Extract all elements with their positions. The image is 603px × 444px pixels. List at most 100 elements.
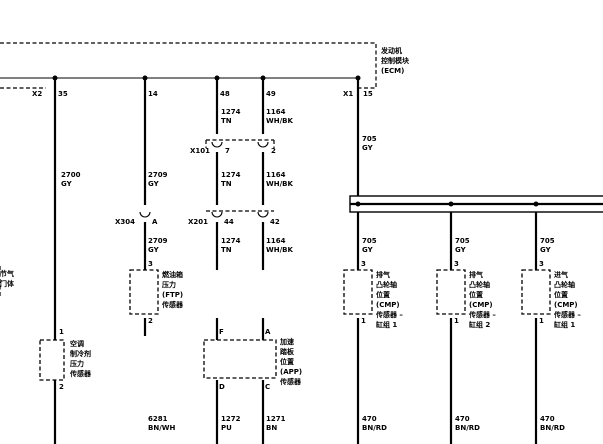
connector-x304: X304 A (115, 211, 158, 226)
cmp1-pin-3: 3 (361, 260, 366, 268)
wire-label-color: GY (61, 180, 73, 188)
component-label-line: 节气 (0, 269, 14, 278)
wire-label-color: TN (221, 117, 232, 125)
component-box (436, 269, 466, 315)
cmp2-pin-3: 3 (454, 260, 459, 268)
component-label-line: 传感器 (161, 300, 184, 309)
wire-label-color: GY (362, 144, 374, 152)
pin-dot (214, 75, 220, 81)
component-label-line: 位置 (469, 290, 483, 299)
x304-pin-a: A (152, 218, 158, 226)
wire-label-color: WH/BK (266, 180, 293, 188)
component-label-line: 传感器 – (468, 310, 496, 319)
wire-label-color: BN/RD (455, 424, 480, 432)
app-pin-a: A (265, 328, 271, 336)
connector-socket (257, 211, 269, 218)
component-box (203, 339, 277, 379)
ftp-pin-3: 3 (148, 260, 153, 268)
connector-x1-label: X1 (343, 90, 353, 98)
wire-label-color: BN/RD (362, 424, 387, 432)
component-label-line: (CMP) (554, 301, 578, 309)
cmp1-pin-1: 1 (361, 317, 366, 325)
component-label-line: (CMP) (469, 301, 493, 309)
wire-label-number: 1272 (221, 415, 241, 423)
pin-dot (355, 75, 361, 81)
splice-dot (533, 201, 539, 207)
wire-label-number: 1164 (266, 237, 286, 245)
wire-label-color: BN/RD (540, 424, 565, 432)
component-label-line: 缸组 2 (468, 320, 490, 329)
wires (53, 78, 538, 444)
component-cmp-exhaust-bank1: 3 1 排气 凸轮轴 位置 (CMP) 传感器 – 缸组 1 (343, 260, 403, 329)
component-label-line: 进气 (554, 270, 568, 279)
component-label-line: 门体 (0, 279, 15, 288)
wire-label-color: BN/WH (148, 424, 175, 432)
component-label-line: 踏板 (280, 347, 295, 356)
connector-socket (139, 211, 151, 218)
wire-label-color: GY (455, 246, 467, 254)
ecm-pin-15: 15 (363, 90, 373, 98)
wire-label-number: 2709 (148, 171, 168, 179)
component-label-line: 空调 (70, 339, 84, 348)
component-cmp-exhaust-bank2: 3 1 排气 凸轮轴 位置 (CMP) 传感器 – 缸组 2 (436, 260, 496, 329)
ecm-label-line-3: (ECM) (381, 67, 404, 75)
cmp3-pin-3: 3 (539, 260, 544, 268)
wire-label-number: 470 (455, 415, 470, 423)
ecm-pin-48: 48 (220, 90, 230, 98)
splice-bar-705 (349, 195, 603, 213)
component-label-line: (APP) (280, 368, 302, 376)
component-ftp-sensor: 3 2 燃油箱 压力 (FTP) 传感器 (129, 260, 184, 325)
component-label-line: 加速 (279, 337, 294, 346)
wire-label-color: TN (221, 246, 232, 254)
ecm-label-line-2: 控制模块 (381, 56, 410, 65)
connector-x304-label: X304 (115, 218, 135, 226)
component-label-line: 凸轮轴 (554, 280, 575, 289)
connector-x101-label: X101 (190, 147, 210, 155)
connector-x201: X201 44 42 (188, 210, 280, 226)
connector-socket (211, 211, 223, 218)
wire-label-number: 705 (362, 237, 377, 245)
pin-dot (52, 75, 58, 81)
wire-label-number: 470 (362, 415, 377, 423)
wire-label-number: 1271 (266, 415, 286, 423)
x101-pin-2: 2 (271, 147, 276, 155)
component-label-line: 缸组 1 (553, 320, 575, 329)
component-label-line: 排气 (376, 270, 390, 279)
pin-dot (260, 75, 266, 81)
component-label-line: 传感器 (279, 377, 302, 386)
component-label-line: 传感器 (69, 369, 92, 378)
ecm-outline-top (0, 42, 377, 89)
wire-label-number: 1164 (266, 108, 286, 116)
wire-label-color: PU (221, 424, 232, 432)
x201-pin-44: 44 (224, 218, 234, 226)
component-label-line: 缸组 1 (375, 320, 397, 329)
connector-socket (257, 141, 269, 148)
component-label-line: 位置 (376, 290, 390, 299)
component-label-line: 凸轮轴 (376, 280, 397, 289)
component-box (343, 269, 373, 315)
component-label-line: 压力 (162, 280, 176, 289)
wire-label-number: 2700 (61, 171, 81, 179)
component-label-line: (FTP) (162, 291, 183, 299)
wire-label-color: GY (148, 180, 160, 188)
wire-label-number: 1274 (221, 108, 241, 116)
component-label-line: (CMP) (376, 301, 400, 309)
wire-labels: 2700 GY 2709 GY 2709 GY 1274 TN 1274 TN … (61, 108, 565, 432)
ecm-pin-35: 35 (58, 90, 68, 98)
app-pin-c: C (265, 383, 270, 391)
wire-label-color: WH/BK (266, 117, 293, 125)
ac-pin-2: 2 (59, 383, 64, 391)
x101-pin-7: 7 (225, 147, 230, 155)
ecm-pin-dots (52, 75, 361, 81)
splice-dot (448, 201, 454, 207)
wire-label-color: GY (148, 246, 160, 254)
component-cmp-intake-bank1: 3 1 进气 凸轮轴 位置 (CMP) 传感器 – 缸组 1 (521, 260, 581, 329)
wire-label-color: GY (540, 246, 552, 254)
wire-label-number: 1274 (221, 171, 241, 179)
wire-label-color: BN (266, 424, 277, 432)
cmp3-pin-1: 1 (539, 317, 544, 325)
component-label-line: 排气 (469, 270, 483, 279)
component-label-line: 位置 (554, 290, 568, 299)
component-box (39, 339, 65, 381)
x201-pin-42: 42 (270, 218, 280, 226)
